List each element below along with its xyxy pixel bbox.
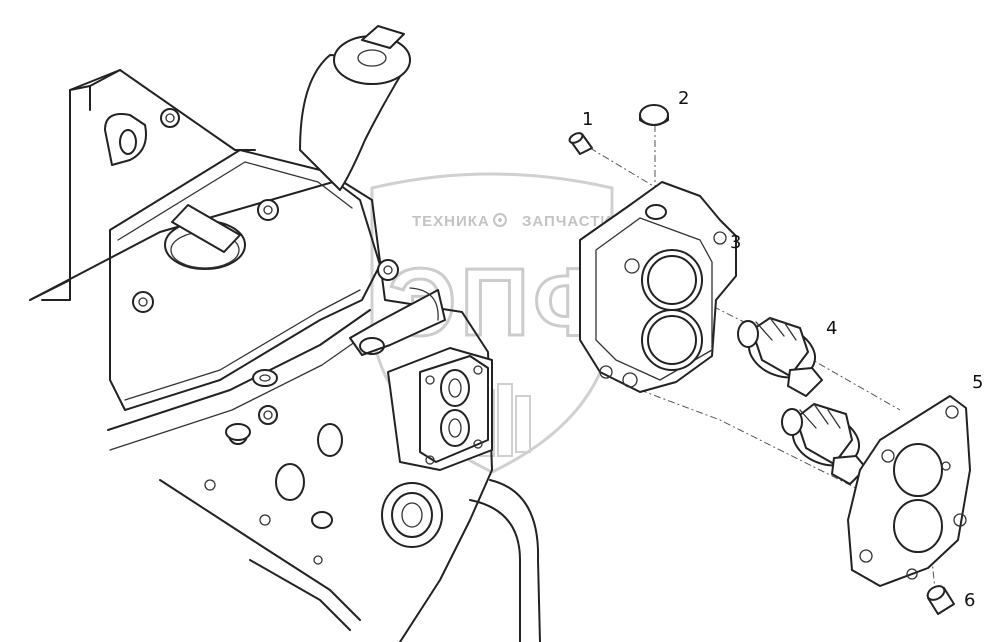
part-4-thermostat-upper [737, 317, 823, 397]
callout-2: 2 [678, 88, 689, 109]
callout-3: 3 [730, 232, 741, 253]
thermostat-housing-base [387, 347, 493, 471]
callout-5: 5 [972, 372, 983, 393]
coolant-hose [299, 25, 411, 191]
oil-filler-cap [164, 204, 246, 270]
part-1-dowel-pin [568, 132, 593, 155]
part-3-thermostat-housing [579, 181, 737, 393]
watermark-text-left: ТЕХНИКА [412, 213, 490, 230]
pulley [381, 482, 443, 548]
callout-labels: 1 2 3 4 5 6 [582, 88, 983, 611]
callout-4: 4 [826, 318, 837, 339]
callout-6: 6 [964, 590, 975, 611]
gear-icon [493, 213, 507, 227]
part-6-bushing [926, 585, 955, 615]
part-2-plug [639, 104, 669, 126]
engine-cylinder-head [29, 25, 541, 642]
part-5-gasket [847, 395, 971, 587]
watermark-text-right: ЗАПЧАСТИ [522, 213, 612, 230]
callout-1: 1 [582, 109, 593, 130]
part-4-thermostat-lower [781, 403, 867, 485]
block-ports [204, 423, 343, 565]
